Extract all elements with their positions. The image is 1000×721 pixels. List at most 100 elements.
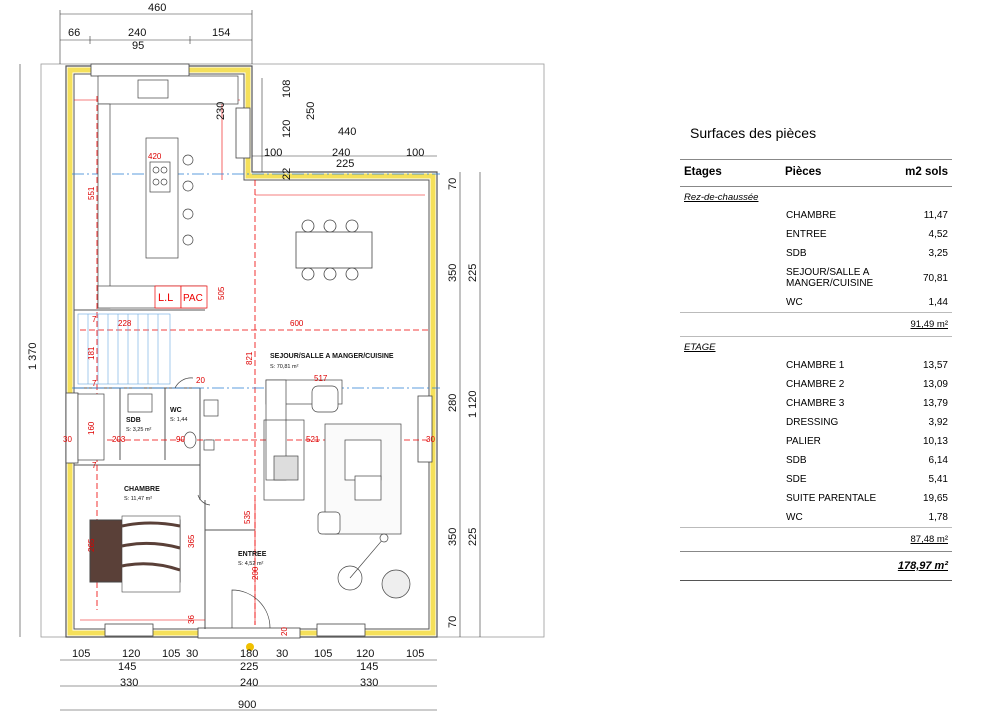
dim-66: 66 [68,27,80,39]
room-name: SDB [786,248,807,259]
room-sdb: SDB [126,417,141,424]
room-chambre-area: S: 11,47 m² [124,496,152,502]
dim-b105c: 105 [314,648,332,660]
room-name: WC [786,297,803,308]
rdim-20: 20 [196,376,205,385]
dim-r350b: 350 [447,528,459,546]
subtotal: 87,48 m² [680,527,952,551]
header-pieces: Pièces [785,166,822,178]
header-m2: m2 sols [905,166,948,178]
room-area-value: 6,14 [928,455,948,466]
bedroom-bed [89,515,181,593]
dim-r280: 280 [447,394,459,412]
rdim-521: 521 [306,435,320,444]
room-name: SEJOUR/SALLE A MANGER/CUISINE [786,267,874,289]
room-name: ENTREE [786,229,827,240]
dim-22: 22 [281,168,293,180]
room-area-value: 5,41 [928,474,948,485]
dim-b330b: 330 [360,677,378,689]
dim-b30a: 30 [186,648,198,660]
dim-b145a: 145 [118,661,136,673]
dim-100b: 100 [406,147,424,159]
dim-b105b: 105 [162,648,180,660]
room-area-value: 13,79 [922,398,948,409]
grand-total: 178,97 m² [680,551,952,581]
rdim-30a: 30 [63,435,72,444]
ll-label: L.L [158,292,173,304]
room-area-value: 13,09 [922,379,948,390]
dim-b30b: 30 [276,648,288,660]
rdim-203: 203 [112,435,126,444]
header-etages: Etages [684,166,722,178]
dim-b330a: 330 [120,677,138,689]
room-area-value: 70,81 [922,272,948,284]
living-furniture [263,379,411,599]
surfaces-table: Surfaces des pièces Etages Pièces m2 sol… [680,125,952,581]
room-sdb-area: S: 3,25 m² [126,427,152,433]
dim-95: 95 [132,40,144,52]
rdim-517: 517 [314,374,328,383]
room-name: WC [786,512,803,523]
red-dimensions: 420 551 505 821 228 600 181 7 7 7 20 517… [63,152,435,636]
dim-230: 230 [215,102,227,120]
room-entree-area: S: 4,52 m² [238,561,264,567]
rdim-365: 365 [187,534,196,548]
table-row: SUITE PARENTALE 19,65 [680,489,952,508]
blue-axes [72,173,440,389]
dimension-lines [19,10,481,711]
table-row: SEJOUR/SALLE A MANGER/CUISINE 70,81 [680,263,952,293]
room-area-value: 4,52 [928,229,948,240]
section-name: Rez-de-chaussée [684,192,759,203]
dim-120: 120 [281,120,293,138]
dim-b900: 900 [238,699,256,711]
rdim-7c: 7 [92,461,97,470]
room-area-value: 19,65 [922,493,948,504]
room-area-value: 13,57 [922,360,948,371]
room-wc: WC [170,407,182,414]
rdim-90: 90 [176,435,185,444]
room-name: SUITE PARENTALE [786,493,877,504]
dim-r70a: 70 [447,178,459,190]
grand-total-value: 178,97 m² [897,560,948,572]
dim-240: 240 [128,27,146,39]
rdim-36a: 36 [187,615,196,624]
room-chambre: CHAMBRE [124,486,160,493]
subtotal-value: 87,48 m² [910,534,949,545]
table-header: Etages Pièces m2 sols [680,159,952,187]
room-area-value: 1,44 [928,297,948,308]
table-row: ENTREE 4,52 [680,225,952,244]
room-name: PALIER [786,436,821,447]
subtotal: 91,49 m² [680,312,952,336]
rdim-420: 420 [148,152,162,161]
subtotal-value: 91,49 m² [910,319,949,330]
rdim-7b: 7 [92,379,97,388]
table-row: WC 1,44 [680,293,952,312]
rdim-535: 535 [243,510,252,524]
room-area-value: 3,25 [928,248,948,259]
rdim-265: 265 [87,538,96,552]
black-dimensions: 460 66 240 154 95 108 120 250 440 100 24… [27,2,479,711]
room-name: CHAMBRE 1 [786,360,845,371]
dim-225-top: 225 [336,158,354,170]
dim-b120b: 120 [356,648,374,660]
pac-label: PAC [183,293,203,304]
rdim-505: 505 [217,286,226,300]
dim-b105a: 105 [72,648,90,660]
room-area-value: 11,47 [923,210,948,221]
rdim-30b: 30 [426,435,435,444]
windows [65,63,433,639]
dim-1370: 1 370 [27,342,39,370]
bathroom-fixtures [77,393,219,461]
dim-250: 250 [305,102,317,120]
room-name: CHAMBRE [786,210,837,221]
room-sejour: SEJOUR/SALLE A MANGER/CUISINE [270,353,394,360]
dim-240b: 240 [332,147,350,159]
